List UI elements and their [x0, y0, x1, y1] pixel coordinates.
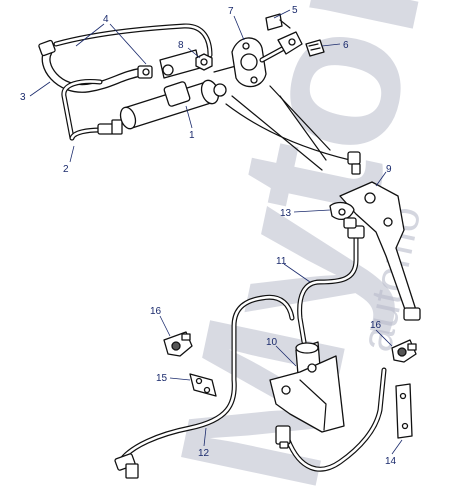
push-rod-clevis — [259, 13, 325, 63]
rigid-pipe-11 — [297, 217, 365, 345]
return-pipe — [275, 367, 387, 472]
callout-6: 6 — [343, 40, 349, 51]
master-cylinder — [119, 49, 237, 130]
callout-16-left: 16 — [150, 306, 162, 317]
callout-5: 5 — [292, 5, 298, 16]
leader-lines — [29, 9, 403, 455]
callout-15: 15 — [156, 373, 168, 384]
assembly-guide-lines — [225, 85, 361, 175]
callout-7: 7 — [228, 6, 234, 17]
pedal-bracket — [329, 181, 421, 321]
callout-1: 1 — [189, 130, 195, 141]
feed-hose — [38, 39, 153, 93]
mounting-flange — [231, 37, 267, 88]
callout-16-right: 16 — [370, 320, 382, 331]
plate-14 — [395, 383, 413, 439]
callout-3: 3 — [20, 92, 26, 103]
clip-16-left — [163, 331, 193, 357]
callout-10: 10 — [266, 337, 278, 348]
pipe-2 — [61, 79, 123, 141]
plate-15 — [189, 373, 217, 397]
callout-9: 9 — [386, 164, 392, 175]
callout-2: 2 — [63, 164, 69, 175]
slave-cylinder — [269, 341, 345, 433]
callout-14: 14 — [385, 456, 397, 467]
callouts: 1 2 3 4 5 6 7 8 9 10 11 12 13 14 15 16 1… — [20, 5, 397, 467]
callout-11: 11 — [276, 256, 287, 267]
rigid-pipe-upper — [53, 23, 213, 58]
callout-13: 13 — [280, 208, 292, 219]
clip-16-right — [391, 339, 417, 363]
callout-8: 8 — [178, 40, 184, 51]
long-pipe-12 — [114, 294, 295, 479]
callout-4: 4 — [103, 14, 109, 25]
callout-12: 12 — [198, 448, 210, 459]
